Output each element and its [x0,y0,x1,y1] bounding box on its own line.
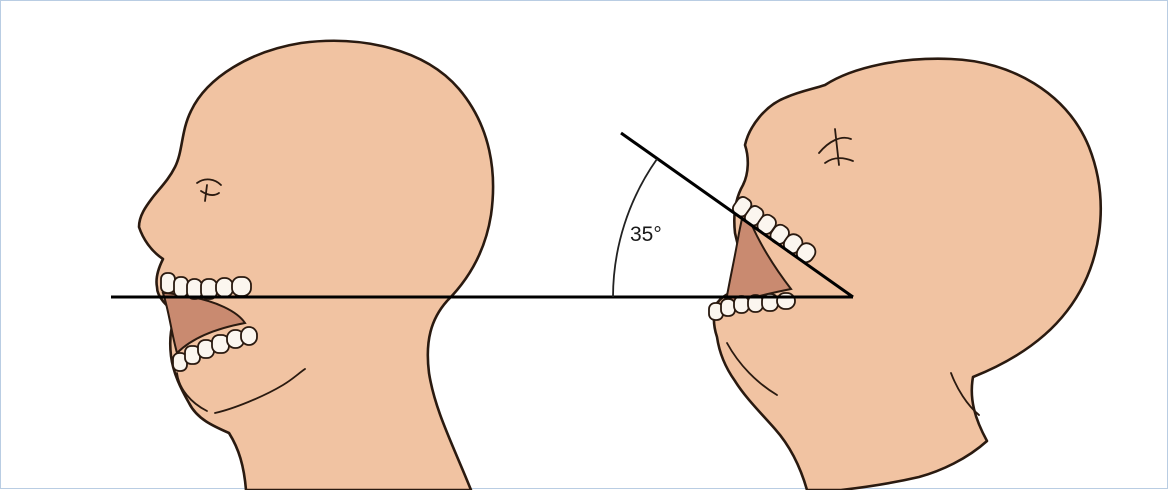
tooth [721,299,735,316]
tooth [232,277,251,296]
tooth [161,273,175,293]
head-extended-position-illustration [709,59,1101,490]
head-neutral-position-illustration [139,41,493,490]
angle-label: 35° [630,223,662,246]
tooth [216,278,233,297]
tooth [241,327,257,345]
tooth [777,293,795,309]
tooth [174,277,188,297]
head-neutral-silhouette [139,41,493,490]
tooth [734,296,749,313]
